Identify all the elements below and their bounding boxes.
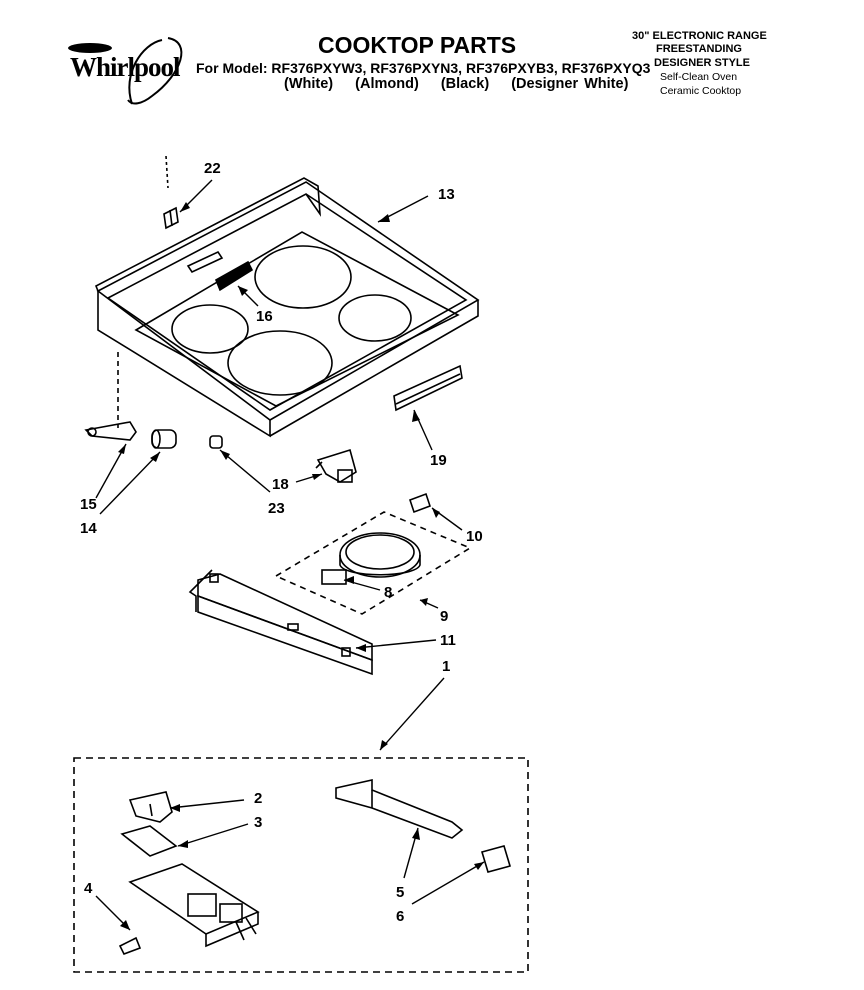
callout-22: 22	[204, 160, 221, 177]
range-type: 30" ELECTRONIC RANGE	[632, 30, 767, 42]
part-10-clip	[408, 492, 432, 514]
oven-feature: Self-Clean Oven	[660, 71, 738, 83]
surface-element-front-left	[171, 304, 249, 354]
callout-5: 5	[396, 884, 405, 901]
callout-14: 14	[80, 520, 97, 537]
color-black: (Black)	[440, 76, 490, 92]
indicator-window	[214, 260, 254, 292]
callout-4: 4	[84, 880, 93, 897]
callout-1: 1	[442, 658, 451, 675]
callout-3: 3	[254, 814, 263, 831]
surface-element-front-right	[227, 330, 333, 396]
alignment-line-top	[165, 155, 169, 189]
color-almond: (Almond)	[355, 76, 419, 92]
callout-19: 19	[430, 452, 447, 469]
part-2-relay	[128, 791, 173, 823]
callout-11: 11	[440, 632, 456, 649]
element-kit-9	[274, 511, 472, 615]
callout-16: 16	[256, 308, 273, 325]
callout-13: 13	[438, 186, 455, 203]
kit-part-1-box	[73, 757, 529, 973]
callout-9: 9	[440, 608, 449, 625]
part-23-nut	[209, 435, 223, 449]
brand-name: Whirlpool	[70, 52, 181, 82]
cooktop-front-edge	[97, 291, 271, 438]
page-title: COOKTOP PARTS	[318, 32, 517, 58]
callout-23: 23	[268, 500, 285, 517]
radiant-element	[339, 532, 421, 578]
cooktop-inner-rim	[106, 193, 468, 411]
cooktop-right-edge	[269, 300, 479, 437]
callout-15: 15	[80, 496, 97, 513]
range-install: FREESTANDING	[656, 43, 742, 55]
control-slot	[186, 250, 224, 274]
surface-element-rear-left	[254, 245, 352, 309]
part-3-insulator	[120, 825, 178, 857]
part-5-bracket	[335, 779, 464, 839]
whirlpool-logo: Whirlpool	[62, 34, 202, 114]
callout-8: 8	[384, 584, 393, 601]
cooktop-backguard	[94, 177, 322, 292]
part-4-clip	[118, 936, 142, 956]
color-variants: (White) (Almond) (Black) (Designer White…	[284, 76, 644, 92]
range-style: DESIGNER STYLE	[654, 57, 750, 69]
limiter-part-8	[321, 569, 347, 585]
part-15-clip	[84, 421, 137, 441]
clip-part-22	[163, 206, 179, 230]
color-white: (White)	[284, 76, 334, 92]
callout-10: 10	[466, 528, 483, 545]
bracket-part-19	[393, 364, 463, 412]
callout-6: 6	[396, 908, 405, 925]
cooktop-assembly	[94, 177, 480, 438]
cooktop-feature: Ceramic Cooktop	[660, 85, 742, 97]
control-board-assembly	[128, 863, 260, 948]
callout-18: 18	[272, 476, 289, 493]
logo-swoosh-icon	[68, 37, 183, 105]
surface-element-rear-right	[338, 294, 412, 342]
part-6-block	[480, 845, 512, 873]
part-18-switch	[315, 448, 357, 483]
arrowheads	[118, 202, 484, 930]
callout-2: 2	[254, 790, 263, 807]
part-14-cap	[151, 429, 177, 449]
model-line: For Model: RF376PXYW3, RF376PXYN3, RF376…	[196, 60, 651, 76]
leader-lines	[95, 179, 485, 931]
color-designer-white: (Designer White)	[511, 76, 629, 92]
channel-part-11	[188, 569, 373, 676]
